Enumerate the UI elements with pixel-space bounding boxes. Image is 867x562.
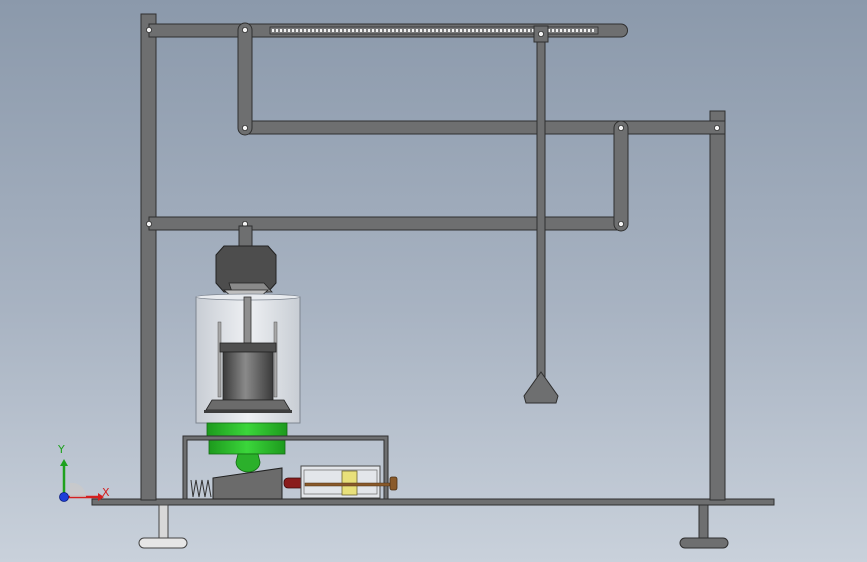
left-foot <box>138 504 188 549</box>
spring <box>190 479 212 498</box>
base-plate <box>91 498 775 506</box>
hammer-clamp <box>215 225 277 298</box>
valve-housing <box>300 465 398 499</box>
right-post <box>709 110 726 501</box>
upper-link <box>237 22 253 136</box>
glass-chamber <box>195 293 301 424</box>
side-link <box>613 120 629 232</box>
x-axis-label: X <box>102 486 110 499</box>
support-bracket <box>182 435 389 500</box>
rack-gear <box>269 26 599 35</box>
green-base-block <box>206 422 288 473</box>
wedge-block <box>212 467 283 500</box>
middle-arm <box>238 120 726 135</box>
axis-triad <box>59 459 104 502</box>
y-axis-label: Y <box>58 443 65 456</box>
pendulum <box>523 25 559 404</box>
lower-arm <box>148 216 628 231</box>
right-foot <box>679 504 729 549</box>
pivot-pins <box>145 26 721 227</box>
left-post <box>140 13 157 501</box>
